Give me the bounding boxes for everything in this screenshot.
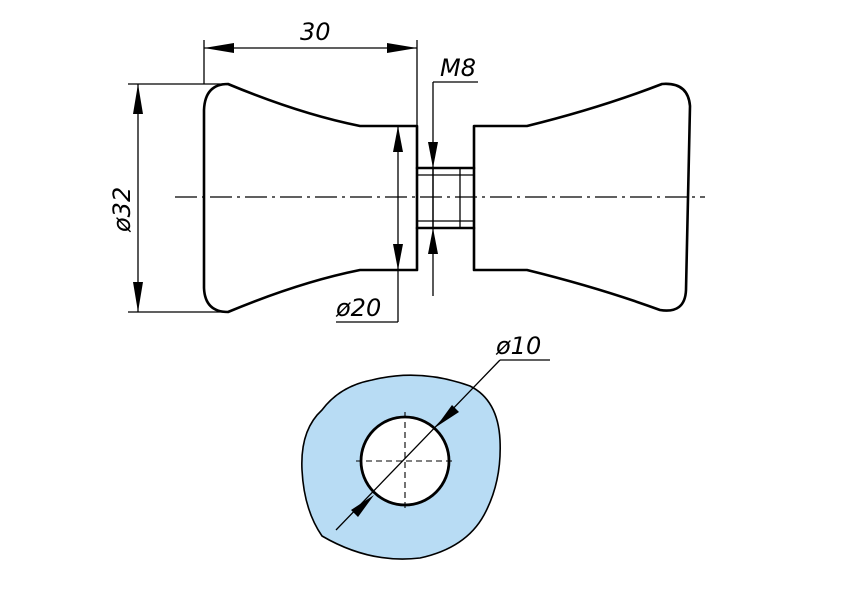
dimension-outer-diameter: ø32 bbox=[108, 83, 228, 313]
hole-circle bbox=[359, 415, 451, 507]
front-view bbox=[175, 82, 705, 314]
neck-diameter-label: ø20 bbox=[335, 294, 381, 322]
arrowhead bbox=[393, 244, 403, 270]
thread-label: M8 bbox=[440, 54, 476, 82]
dimension-thread: M8 bbox=[428, 54, 478, 296]
outer-diameter-label: ø32 bbox=[108, 187, 136, 233]
thread-root-lines bbox=[417, 168, 474, 228]
dimension-hole-diameter: ø10 bbox=[335, 332, 550, 531]
section-view bbox=[301, 374, 501, 560]
arrowhead bbox=[204, 43, 234, 53]
arrowhead bbox=[393, 126, 403, 152]
length-label: 30 bbox=[300, 18, 331, 46]
arrowhead bbox=[428, 228, 438, 254]
arrowhead bbox=[351, 495, 374, 517]
right-spool-outline bbox=[472, 82, 692, 312]
dimension-neck-diameter: ø20 bbox=[335, 126, 403, 323]
arrowhead bbox=[436, 405, 459, 427]
arrowhead bbox=[428, 142, 438, 168]
hole-diameter-label: ø10 bbox=[495, 332, 541, 360]
arrowhead bbox=[387, 43, 417, 53]
dimension-length: 30 bbox=[203, 18, 418, 126]
arrowhead bbox=[133, 282, 143, 312]
left-spool-outline bbox=[202, 82, 419, 314]
thread-shaft bbox=[415, 166, 476, 230]
arrowhead bbox=[133, 84, 143, 114]
